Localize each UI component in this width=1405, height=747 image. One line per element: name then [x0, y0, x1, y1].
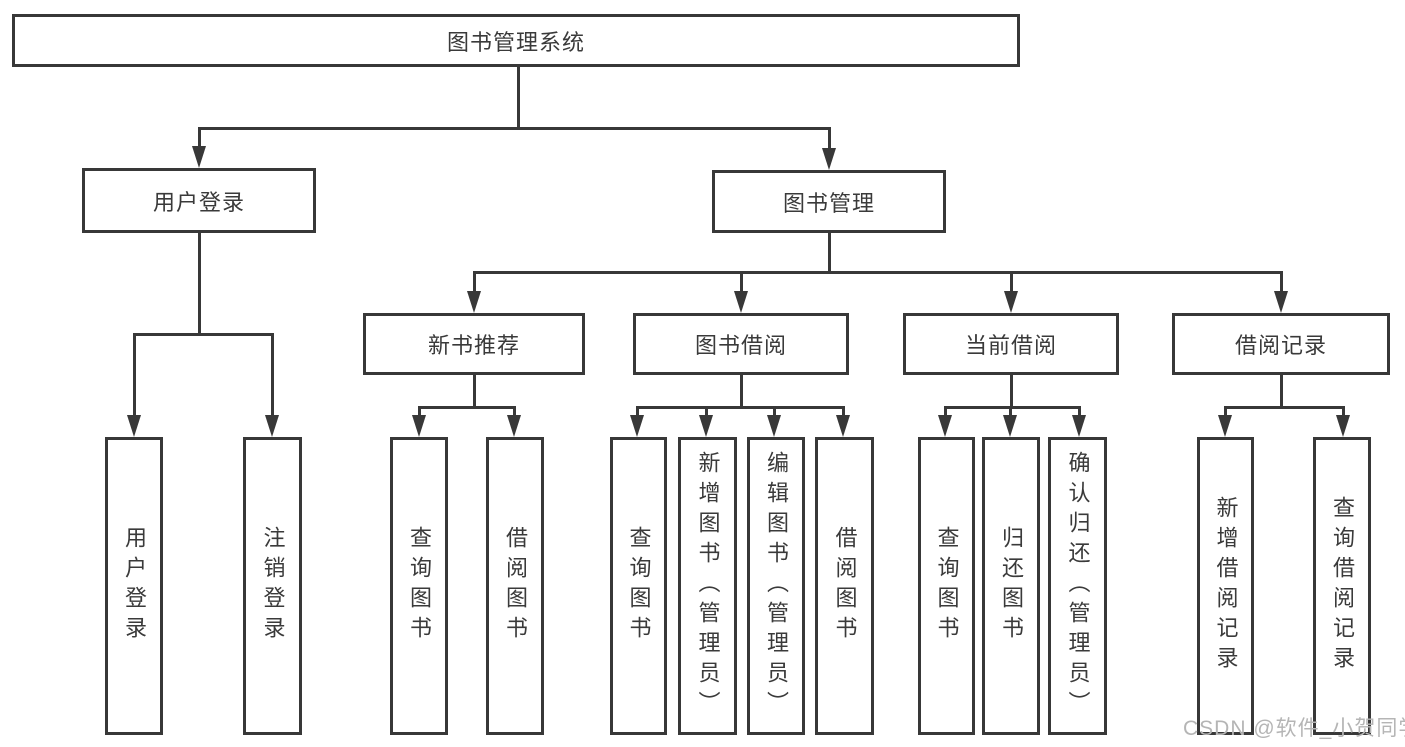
- node-label: 借阅图书: [503, 526, 528, 646]
- node-label: 确认归还（管理员）: [1065, 451, 1091, 721]
- node-label: 编辑图书（管理员）: [764, 451, 789, 721]
- connector-new-book-stub: [472, 375, 476, 408]
- leaf-nb-borrow-books: 借阅图书: [486, 437, 544, 735]
- node-label: 归还图书: [999, 526, 1024, 646]
- node-label: 新书推荐: [427, 333, 520, 358]
- connector-book-management-stub: [827, 233, 831, 273]
- node-label: 用户登录: [152, 189, 245, 215]
- arrow-cb-return: [1003, 415, 1017, 437]
- connector-stem-current-borrow: [1009, 272, 1013, 293]
- arrow-logout-leaf: [265, 415, 279, 437]
- connector-root-stub: [516, 66, 520, 128]
- connector-stem-br-add: [1223, 407, 1227, 417]
- connector-level3-bar: [472, 271, 1283, 274]
- node-user-login: 用户登录: [82, 168, 316, 233]
- node-new-book-recommend: 新书推荐: [363, 313, 585, 375]
- connector-stem-cb-query: [943, 407, 947, 417]
- connector-stem-bb-borrow: [841, 407, 845, 417]
- connector-book-borrow-stub: [739, 375, 743, 408]
- connector-stem-login-leaf: [132, 334, 136, 417]
- arrow-bb-borrow: [836, 415, 850, 437]
- connector-new-book-bar: [417, 406, 516, 409]
- connector-stem-new-book: [472, 272, 476, 293]
- connector-stem-nb-query: [417, 407, 421, 417]
- node-library-management-system: 图书管理系统: [12, 14, 1020, 67]
- node-label: 借阅图书: [832, 526, 858, 646]
- arrow-cb-query: [938, 415, 952, 437]
- leaf-bb-query-books: 查询图书: [610, 437, 667, 735]
- node-label: 新增借阅记录: [1213, 496, 1239, 676]
- node-label: 用户登录: [122, 526, 147, 646]
- node-label: 借阅记录: [1234, 333, 1327, 358]
- leaf-br-add-record: 新增借阅记录: [1197, 437, 1254, 735]
- connector-stem-bb-edit: [772, 407, 776, 417]
- connector-stem-borrow-records: [1279, 272, 1283, 293]
- node-label: 查询借阅记录: [1330, 496, 1355, 676]
- arrow-bb-edit: [767, 415, 781, 437]
- node-label: 图书管理系统: [446, 29, 585, 55]
- node-current-borrow: 当前借阅: [903, 313, 1119, 375]
- leaf-bb-borrow-books: 借阅图书: [815, 437, 874, 735]
- connector-level2-bar: [197, 127, 831, 130]
- connector-stem-user-login: [197, 128, 201, 148]
- arrow-user-login: [192, 146, 206, 168]
- arrow-nb-borrow: [507, 415, 521, 437]
- connector-stem-cb-return: [1008, 407, 1012, 417]
- node-label: 注销登录: [260, 526, 286, 646]
- arrow-borrow-records: [1274, 291, 1288, 313]
- connector-stem-cb-confirm: [1077, 407, 1081, 417]
- csdn-watermark: CSDN @软件_小贺同学: [1183, 717, 1405, 740]
- connector-book-borrow-bar: [635, 406, 845, 409]
- connector-current-borrow-bar: [943, 406, 1081, 409]
- leaf-user-login: 用户登录: [105, 437, 163, 735]
- connector-stem-bb-query: [635, 407, 639, 417]
- arrow-cb-confirm: [1072, 415, 1086, 437]
- arrow-book-management: [822, 148, 836, 170]
- connector-borrow-records-stub: [1279, 375, 1283, 408]
- arrow-nb-query: [412, 415, 426, 437]
- connector-current-borrow-stub: [1009, 375, 1013, 408]
- connector-stem-nb-borrow: [512, 407, 516, 417]
- arrow-bb-add: [699, 415, 713, 437]
- leaf-logout: 注销登录: [243, 437, 302, 735]
- connector-stem-bb-add: [704, 407, 708, 417]
- node-borrow-records: 借阅记录: [1172, 313, 1390, 375]
- arrow-current-borrow: [1004, 291, 1018, 313]
- node-label: 查询图书: [407, 526, 432, 646]
- connector-stem-book-management: [827, 128, 831, 150]
- node-label: 新增图书（管理员）: [695, 451, 721, 721]
- leaf-cb-return-books: 归还图书: [982, 437, 1040, 735]
- arrow-br-add: [1218, 415, 1232, 437]
- node-book-management: 图书管理: [712, 170, 946, 233]
- connector-stem-book-borrow: [739, 272, 743, 293]
- arrow-book-borrow: [734, 291, 748, 313]
- connector-user-login-bar: [132, 333, 274, 336]
- leaf-cb-confirm-return-admin: 确认归还（管理员）: [1048, 437, 1107, 735]
- arrow-bb-query: [630, 415, 644, 437]
- node-label: 图书借阅: [694, 333, 787, 358]
- connector-borrow-records-bar: [1223, 406, 1345, 409]
- leaf-bb-edit-books-admin: 编辑图书（管理员）: [747, 437, 805, 735]
- connector-stem-br-query: [1341, 407, 1345, 417]
- arrow-br-query: [1336, 415, 1350, 437]
- leaf-bb-add-books-admin: 新增图书（管理员）: [678, 437, 737, 735]
- connector-stem-logout-leaf: [270, 334, 274, 417]
- leaf-br-query-record: 查询借阅记录: [1313, 437, 1371, 735]
- arrow-new-book: [467, 291, 481, 313]
- node-label: 图书管理: [782, 190, 875, 216]
- leaf-cb-query-books: 查询图书: [918, 437, 975, 735]
- node-label: 当前借阅: [964, 333, 1057, 358]
- arrow-login-leaf: [127, 415, 141, 437]
- leaf-nb-query-books: 查询图书: [390, 437, 448, 735]
- node-book-borrow: 图书借阅: [633, 313, 849, 375]
- node-label: 查询图书: [626, 526, 652, 646]
- node-label: 查询图书: [934, 526, 960, 646]
- connector-user-login-stub: [197, 233, 201, 334]
